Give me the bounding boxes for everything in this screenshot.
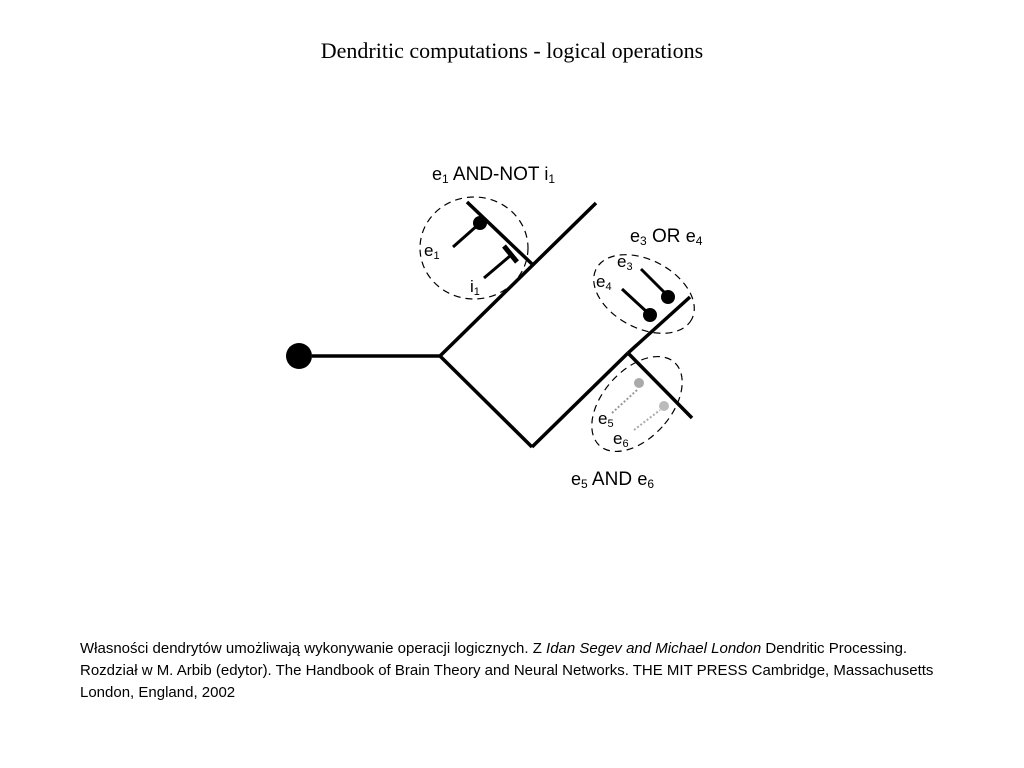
caption-authors: Idan Segev and Michael London (546, 640, 762, 657)
and-label: e5 AND e6 (571, 469, 654, 491)
caption-text-end: Dendritic Processing. Rozdział w M. Arbi… (80, 640, 934, 701)
or-synapse-outline (593, 254, 695, 334)
and-synapse-outline (591, 355, 683, 453)
or-label: e3 OR e4 (630, 226, 703, 248)
e3-synapse-head (661, 290, 675, 304)
lower-branch-up (530, 351, 630, 449)
e4-synapse-head (643, 308, 657, 322)
e4-synapse-stalk (620, 287, 650, 315)
i1-synapse-bar (502, 244, 519, 264)
e6-synapse-head (659, 401, 669, 411)
i1-synapse-stalk (483, 254, 511, 280)
dendrite-diagram: e1 AND-NOT i1 e3 OR e4 e5 AND e6 e1 i1 e… (286, 164, 703, 491)
figure-caption: Własności dendrytów umożliwają wykonywan… (80, 638, 960, 704)
and-subbranch (626, 351, 694, 420)
e1-label: e1 (424, 241, 440, 262)
or-subbranch (626, 295, 692, 355)
caption-text-start: Własności dendrytów umożliwają wykonywan… (80, 640, 547, 657)
e1-synapse-head (473, 216, 487, 230)
e4-label: e4 (596, 272, 612, 293)
upper-branch (438, 201, 598, 358)
soma (286, 343, 312, 369)
e6-label: e6 (613, 429, 629, 450)
slide-title: Dendritic computations - logical operati… (320, 38, 704, 63)
e6-synapse-stalk (633, 409, 661, 431)
lower-branch-down (438, 354, 534, 449)
e3-synapse-stalk (639, 267, 669, 297)
e5-synapse-stalk (611, 389, 638, 414)
and-not-label: e1 AND-NOT i1 (432, 164, 555, 186)
e1-synapse-stalk (452, 222, 480, 249)
e3-label: e3 (617, 252, 633, 273)
i1-label: i1 (470, 277, 480, 298)
e5-synapse-head (634, 378, 644, 388)
upper-sidebranch (465, 200, 534, 266)
e5-label: e5 (598, 409, 614, 430)
and-not-synapse-outline (419, 196, 529, 300)
